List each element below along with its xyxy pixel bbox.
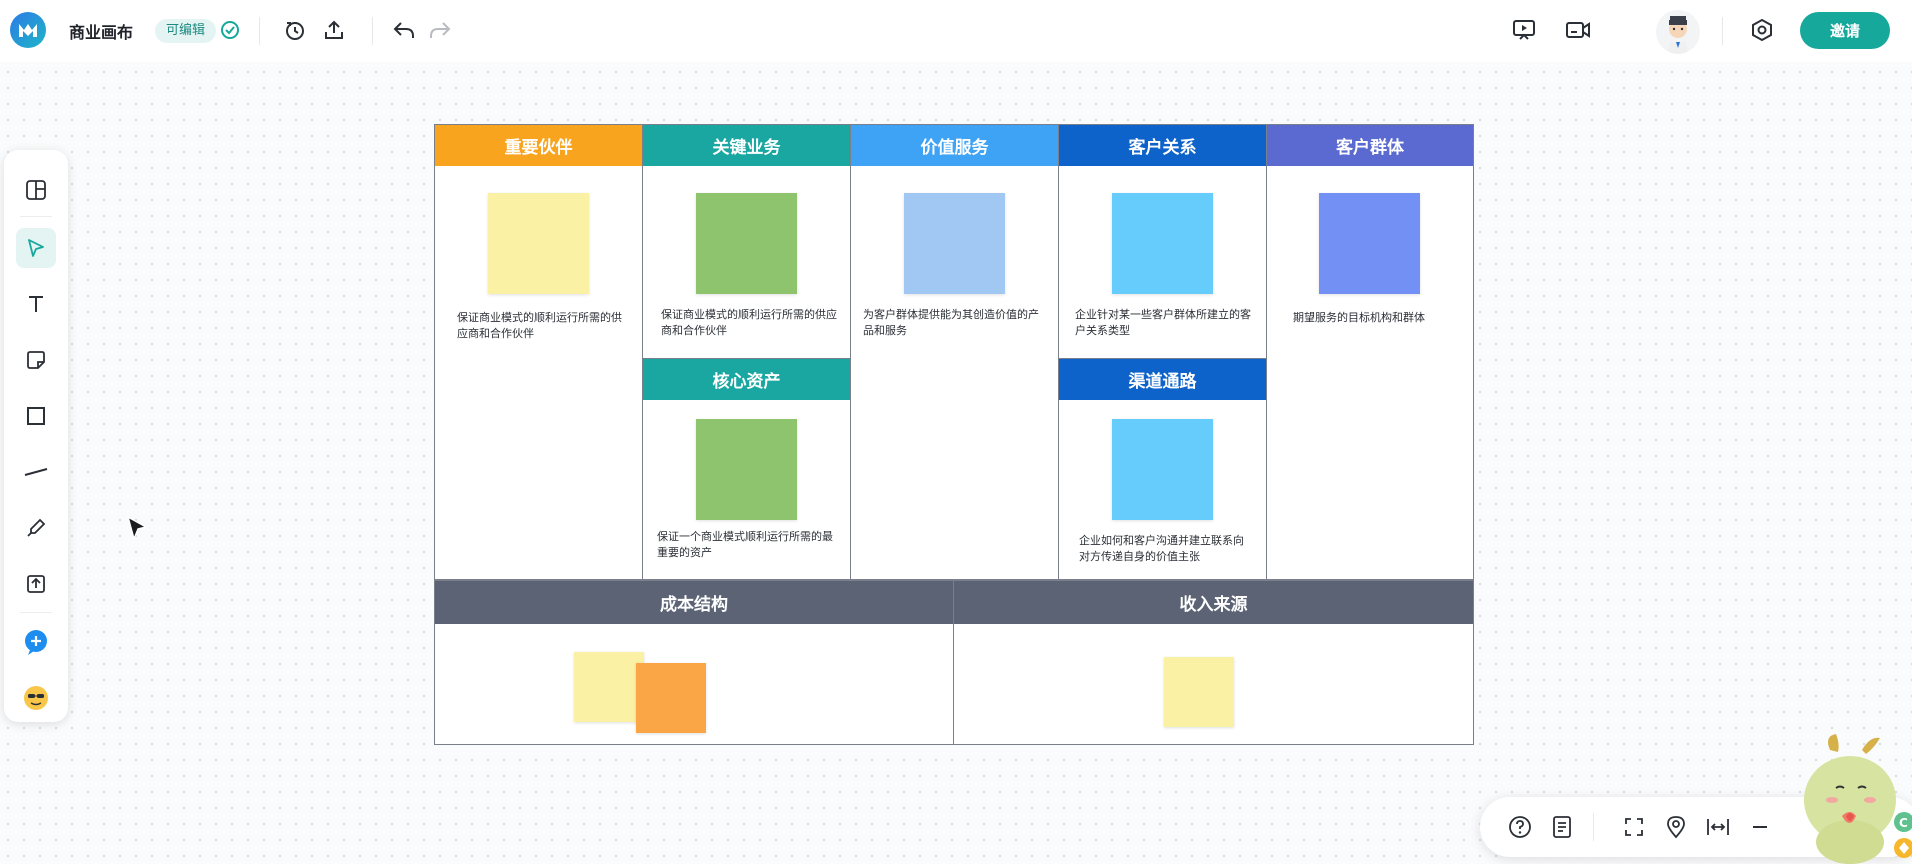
- document-title[interactable]: 商业画布: [69, 23, 134, 42]
- section-segments[interactable]: 客户群体 期望服务的目标机构和群体: [1267, 125, 1473, 580]
- add-icon[interactable]: [16, 622, 56, 662]
- section-header: 客户群体: [1267, 125, 1473, 166]
- mouse-cursor-icon: [126, 515, 150, 547]
- upload-tool-icon[interactable]: [16, 564, 56, 604]
- present-icon[interactable]: [1508, 14, 1540, 46]
- invite-button[interactable]: 邀请: [1800, 12, 1890, 49]
- avatar[interactable]: [1656, 10, 1700, 54]
- section-header: 客户关系: [1059, 125, 1266, 166]
- section-partners[interactable]: 重要伙伴 保证商业模式的顺利运行所需的供应商和合作伙伴: [435, 125, 643, 580]
- sticky-note[interactable]: [636, 663, 706, 733]
- section-header: 重要伙伴: [435, 125, 642, 166]
- fit-width-icon[interactable]: [1702, 811, 1734, 843]
- sticky-note-tool-icon[interactable]: [16, 340, 56, 380]
- left-toolbar: [4, 150, 68, 722]
- logo-icon[interactable]: [10, 12, 46, 48]
- sticky-note[interactable]: [904, 193, 1005, 294]
- section-description: 保证商业模式的顺利运行所需的供应商和合作伙伴: [457, 311, 622, 340]
- text-tool-icon[interactable]: [16, 284, 56, 324]
- business-canvas-board: 重要伙伴 保证商业模式的顺利运行所需的供应商和合作伙伴 关键业务 保证商业模式的…: [434, 124, 1474, 745]
- section-description: 期望服务的目标机构和群体: [1293, 311, 1425, 324]
- divider: [1722, 17, 1723, 45]
- sticky-note[interactable]: [574, 652, 644, 722]
- sticky-note[interactable]: [696, 193, 797, 294]
- sticky-note[interactable]: [488, 193, 589, 294]
- section-value[interactable]: 价值服务 为客户群体提供能为其创造价值的产品和服务: [851, 125, 1059, 580]
- pen-tool-icon[interactable]: [16, 508, 56, 548]
- sticky-note[interactable]: [1112, 193, 1213, 294]
- section-header: 渠道通路: [1059, 359, 1266, 400]
- rectangle-tool-icon[interactable]: [16, 396, 56, 436]
- location-icon[interactable]: [1660, 811, 1692, 843]
- section-description: 保证商业模式的顺利运行所需的供应商和合作伙伴: [661, 308, 837, 337]
- fullscreen-icon[interactable]: [1618, 811, 1650, 843]
- select-tool-icon[interactable]: [16, 228, 56, 268]
- section-relationships-channels: 客户关系 企业针对某一些客户群体所建立的客户关系类型 渠道通路 企业如何和客户沟…: [1059, 125, 1267, 580]
- mascot-image: C: [1780, 730, 1912, 864]
- section-costs[interactable]: 成本结构: [435, 580, 954, 744]
- notes-icon[interactable]: [1546, 811, 1578, 843]
- settings-icon[interactable]: [1746, 14, 1778, 46]
- video-icon[interactable]: [1562, 14, 1594, 46]
- section-activities-resources: 关键业务 保证商业模式的顺利运行所需的供应商和合作伙伴 核心资产 保证一个商业模…: [643, 125, 851, 580]
- emoji-icon[interactable]: [16, 678, 56, 718]
- divider: [259, 17, 260, 45]
- section-description: 保证一个商业模式顺利运行所需的最重要的资产: [657, 530, 833, 559]
- svg-text:C: C: [1899, 816, 1908, 830]
- section-header: 价值服务: [851, 125, 1058, 166]
- line-tool-icon[interactable]: [16, 452, 56, 492]
- section-header: 收入来源: [954, 580, 1473, 624]
- sticky-note[interactable]: [1319, 193, 1420, 294]
- section-description: 企业针对某一些客户群体所建立的客户关系类型: [1075, 308, 1251, 337]
- sticky-note[interactable]: [1164, 657, 1234, 727]
- section-header: 成本结构: [435, 580, 953, 624]
- section-revenue[interactable]: 收入来源: [954, 580, 1473, 744]
- section-description: 为客户群体提供能为其创造价值的产品和服务: [863, 308, 1039, 337]
- top-bar: 商业画布 可编辑 邀请: [0, 0, 1912, 62]
- help-icon[interactable]: [1504, 811, 1536, 843]
- section-description: 企业如何和客户沟通并建立联系向对方传递自身的价值主张: [1079, 534, 1244, 563]
- divider: [372, 17, 373, 45]
- templates-icon[interactable]: [16, 170, 56, 210]
- section-header: 核心资产: [643, 359, 850, 400]
- undo-icon[interactable]: [388, 14, 420, 46]
- section-header: 关键业务: [643, 125, 850, 166]
- sticky-note[interactable]: [1112, 419, 1213, 520]
- zoom-out-icon[interactable]: [1744, 811, 1776, 843]
- share-upload-icon[interactable]: [318, 14, 350, 46]
- saved-check-icon[interactable]: [214, 14, 246, 46]
- editable-badge[interactable]: 可编辑: [155, 19, 217, 43]
- redo-icon[interactable]: [424, 14, 456, 46]
- sticky-note[interactable]: [696, 419, 797, 520]
- history-icon[interactable]: [279, 14, 311, 46]
